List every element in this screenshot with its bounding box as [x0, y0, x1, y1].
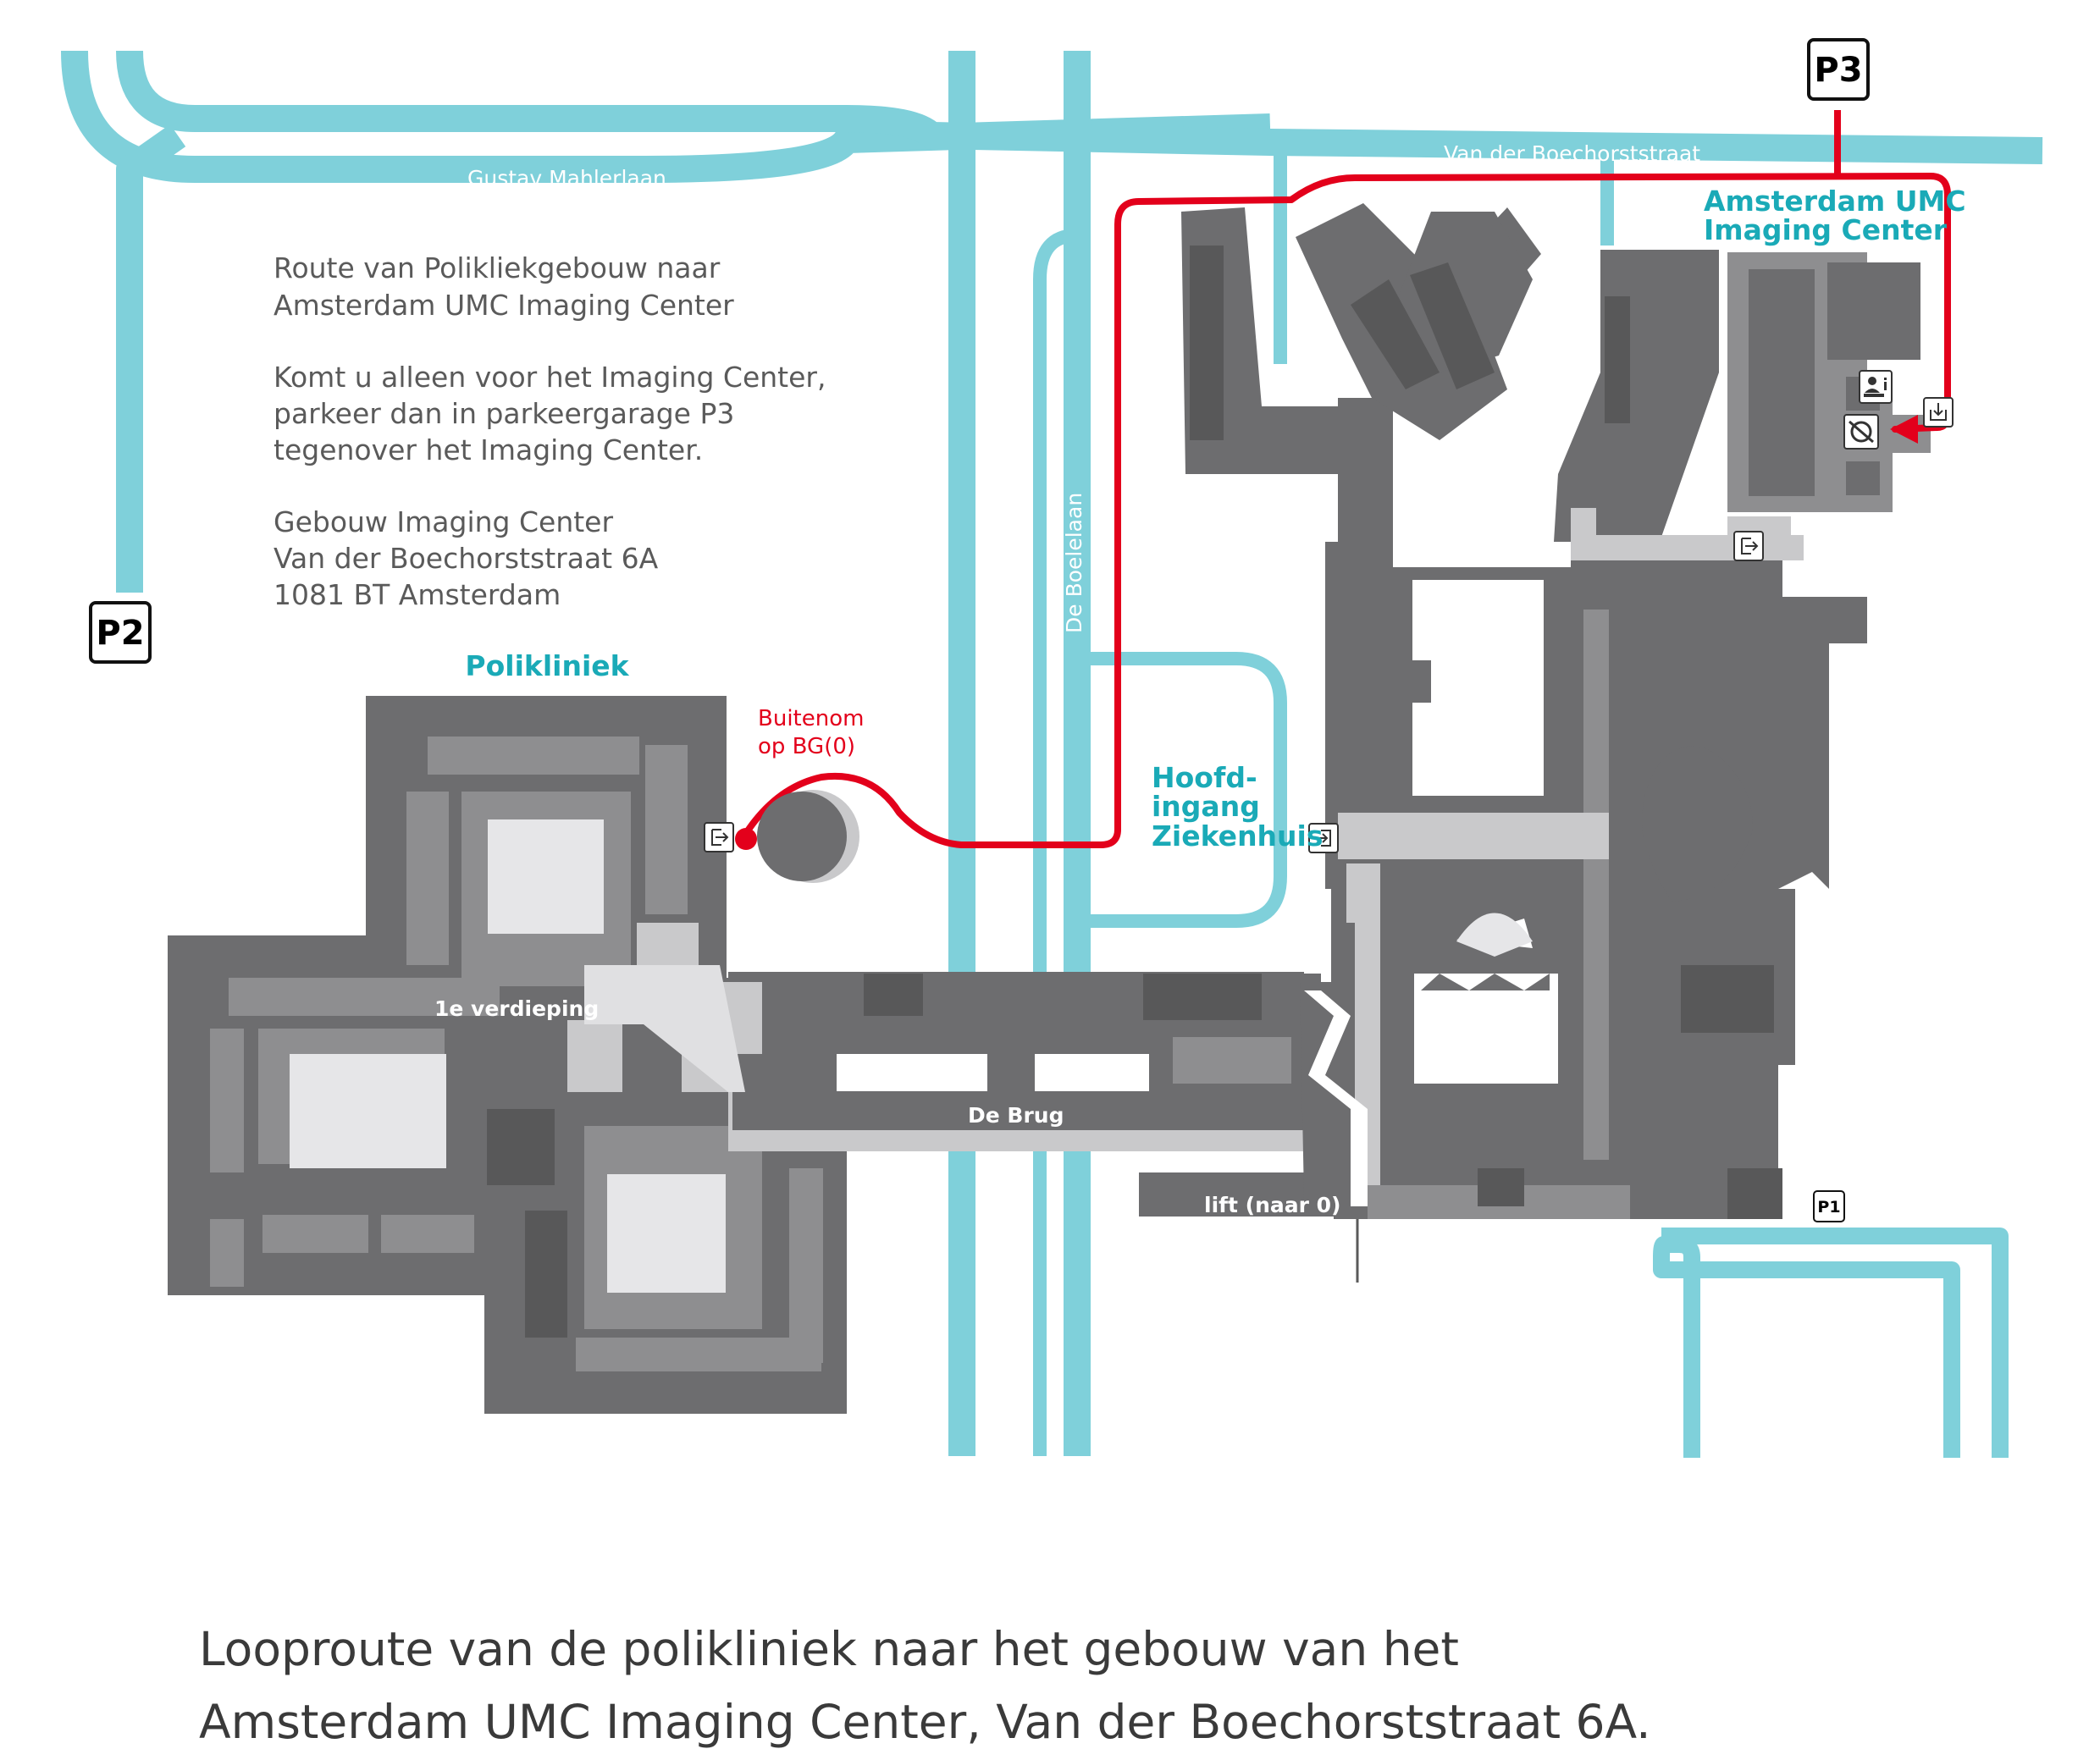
- polikliniek-label: Polikliniek: [465, 649, 629, 682]
- route-note-line-1: Buitenom: [758, 706, 864, 731]
- route-arrow-icon: [1890, 415, 1918, 444]
- imaging-scanner-icon: [1843, 414, 1879, 450]
- campus-map: Gustav Mahlerlaan Van der Boechorststraa…: [61, 38, 2043, 1458]
- floor-label-brug: De Brug: [968, 1103, 1064, 1128]
- info-line-8: 1081 BT Amsterdam: [274, 578, 561, 611]
- info-line-1: Route van Polikliekgebouw naar: [274, 251, 721, 284]
- imaging-entrance-icon: [1923, 397, 1954, 428]
- info-line-2: Amsterdam UMC Imaging Center: [274, 289, 734, 322]
- entrance-icon: [1308, 823, 1339, 853]
- parking-p3-label: P3: [1814, 51, 1862, 90]
- parking-p1-sign: P1: [1813, 1190, 1845, 1222]
- round-building: [757, 790, 859, 883]
- exit-icon: [704, 822, 734, 852]
- parking-p1-label: P1: [1817, 1198, 1840, 1217]
- imaging-exit-icon: [1733, 531, 1764, 561]
- road-network: [61, 50, 2043, 1458]
- parking-p2-sign: P2: [89, 601, 152, 664]
- street-label-gustav: Gustav Mahlerlaan: [467, 166, 666, 190]
- street-label-boelelaan: De Boelelaan: [1062, 493, 1086, 633]
- polikliniek-building: [168, 696, 847, 1414]
- hoofdingang-label-1: Hoofd-: [1152, 761, 1257, 794]
- imaging-center-label-1: Amsterdam UMC: [1704, 185, 1966, 218]
- caption-line-1: Looproute van de polikliniek naar het ge…: [199, 1622, 1459, 1676]
- reception-desk-icon: [1859, 370, 1893, 404]
- parking-p3-sign: P3: [1807, 38, 1870, 101]
- route-note-line-2: op BG(0): [758, 734, 855, 759]
- imaging-center-building: [1727, 252, 1931, 546]
- de-brug-corridor: [567, 923, 1342, 1217]
- hoofdingang-label-2: ingang: [1152, 790, 1260, 823]
- floor-label-verdieping: 1e verdieping: [434, 996, 599, 1021]
- info-line-5: tegenover het Imaging Center.: [274, 433, 703, 466]
- hoofdingang-label-3: Ziekenhuis: [1152, 819, 1324, 852]
- route-start-dot: [735, 828, 757, 850]
- floor-label-lift: lift (naar 0): [1204, 1193, 1341, 1217]
- parking-p2-label: P2: [96, 614, 144, 653]
- east-wing: [1626, 597, 1867, 1065]
- walking-route: [735, 110, 1951, 850]
- info-line-7: Van der Boechorststraat 6A: [274, 542, 659, 575]
- info-line-4: parkeer dan in parkeergarage P3: [274, 397, 734, 430]
- info-line-3: Komt u alleen voor het Imaging Center,: [274, 361, 826, 394]
- info-text-block: Route van Polikliekgebouw naar Amsterdam…: [274, 251, 826, 611]
- imaging-center-label-2: Imaging Center: [1704, 213, 1948, 246]
- info-line-6: Gebouw Imaging Center: [274, 505, 613, 538]
- street-label-boechorst: Van der Boechorststraat: [1444, 141, 1700, 166]
- caption-line-2: Amsterdam UMC Imaging Center, Van der Bo…: [199, 1695, 1651, 1749]
